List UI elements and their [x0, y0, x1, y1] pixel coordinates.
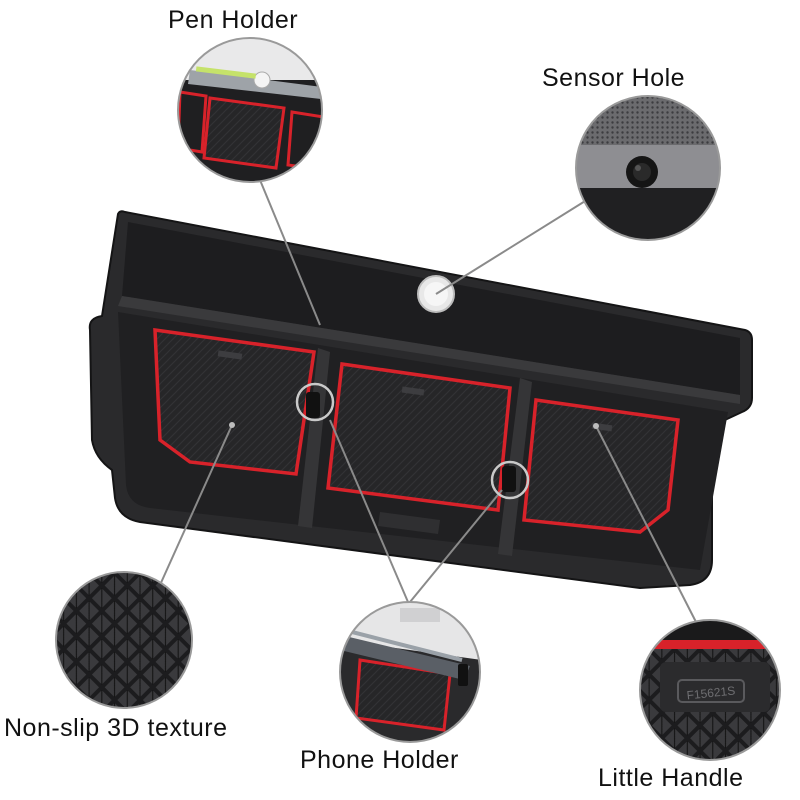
little-handle-label: Little Handle [598, 764, 744, 792]
pen-holder-inset [177, 37, 323, 183]
pen-holder-label: Pen Holder [168, 6, 299, 34]
callout-ring-left [295, 382, 335, 422]
non-slip-texture-label: Non-slip 3D texture [4, 714, 228, 742]
callout-lines [159, 179, 697, 623]
little-handle-inset: F15621S [639, 619, 781, 761]
phone-holder-inset [339, 601, 481, 743]
sensor-hole-label: Sensor Hole [542, 64, 686, 92]
main-tray [88, 210, 753, 590]
phone-holder-label: Phone Holder [300, 746, 459, 774]
non-slip-texture-inset [55, 571, 193, 709]
callout-ring-right [490, 460, 530, 500]
handle-emboss-text: F15621S [686, 683, 736, 702]
sensor-hole-inset [575, 95, 721, 241]
